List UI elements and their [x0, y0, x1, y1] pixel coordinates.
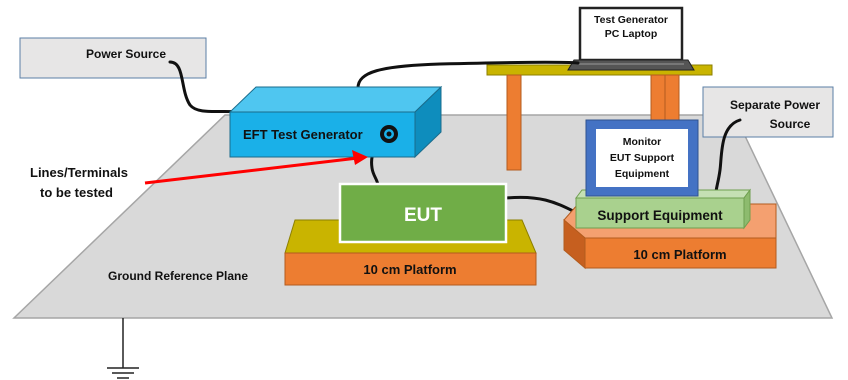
monitor-icon	[585, 119, 699, 197]
power-source-box	[19, 37, 207, 79]
power-cable	[168, 60, 240, 114]
ground-plane-label: Ground Reference Plane	[108, 269, 248, 283]
separate-power-label-line1: Separate Power	[730, 98, 820, 112]
support-equipment-label: Support Equipment	[597, 208, 723, 223]
monitor-label-line2: EUT Support	[610, 152, 675, 164]
monitor-label-line3: Equipment	[615, 168, 670, 180]
laptop-label-line1: Test Generator	[594, 14, 668, 26]
separate-power-label-line2: Source	[770, 117, 811, 131]
laptop-cable	[356, 60, 580, 90]
separate-power-source-box	[702, 86, 834, 138]
eut-box	[338, 182, 508, 244]
output-terminal-icon	[380, 125, 398, 143]
laptop-icon	[567, 6, 695, 71]
arrow-to-cable	[144, 150, 368, 185]
monitor-label-line1: Monitor	[623, 136, 662, 148]
eft-test-generator	[228, 85, 443, 159]
eut-support-cable	[504, 195, 577, 214]
right-platform-label: 10 cm Platform	[633, 247, 726, 262]
lines-terminals-label-line2: to be tested	[40, 185, 113, 200]
laptop-label-line2: PC Laptop	[605, 28, 658, 40]
left-platform-label: 10 cm Platform	[363, 262, 456, 277]
power-source-label: Power Source	[86, 47, 166, 61]
eut-label: EUT	[404, 205, 442, 226]
lines-terminals-label-line1: Lines/Terminals	[30, 165, 128, 180]
eft-generator-label: EFT Test Generator	[243, 127, 363, 142]
ground-icon	[107, 318, 139, 379]
